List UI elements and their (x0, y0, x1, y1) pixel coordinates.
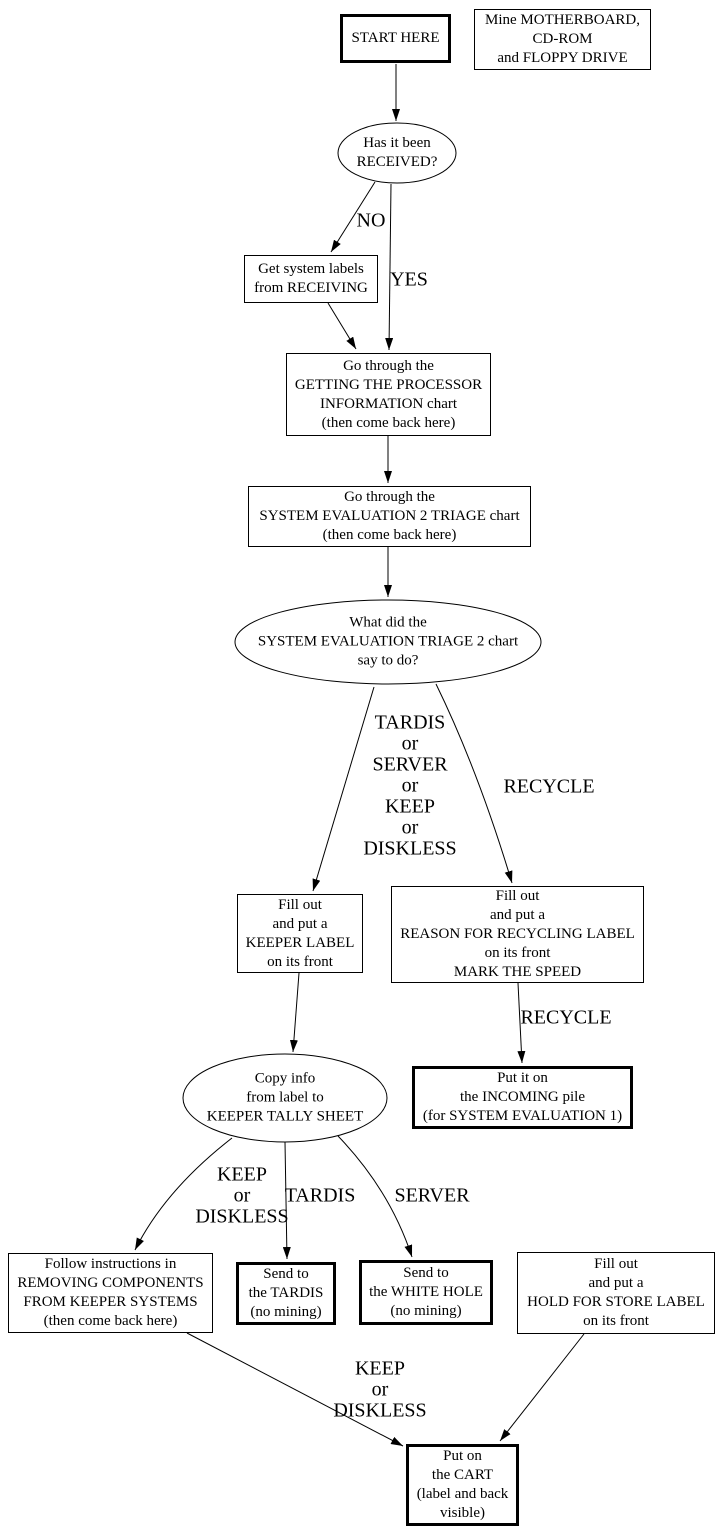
edge-label-tardis-mid: TARDIS (284, 1184, 356, 1207)
node-copy-info-keeper-tally-sheet: Copy info from label to KEEPER TALLY SHE… (206, 1070, 364, 1125)
node-get-system-labels: Get system labels from RECEIVING (244, 255, 378, 303)
node-start-here: START HERE (340, 14, 451, 63)
edge-copy-info-to-send-tardis (282, 1141, 291, 1260)
node-incoming-pile: Put it on the INCOMING pile (for SYSTEM … (412, 1066, 633, 1129)
node-send-to-tardis: Send to the TARDIS (no mining) (236, 1262, 336, 1325)
edge-what-did-to-recycling-label (435, 683, 513, 884)
edge-label-yes: YES (390, 268, 428, 291)
edge-copy-info-to-removing-components (134, 1137, 233, 1251)
node-processor-information-chart: Go through the GETTING THE PROCESSOR INF… (286, 353, 491, 436)
node-mine-motherboard-note: Mine MOTHERBOARD, CD-ROM and FLOPPY DRIV… (474, 9, 651, 70)
node-put-on-cart: Put on the CART (label and back visible) (406, 1444, 519, 1526)
ellipse-received (337, 122, 457, 184)
edge-removing-components-to-cart (186, 1332, 404, 1447)
node-system-evaluation-triage-chart: Go through the SYSTEM EVALUATION 2 TRIAG… (248, 486, 531, 547)
edge-hold-for-store-to-cart (499, 1333, 585, 1442)
edge-get-labels-to-processor-chart (327, 302, 357, 350)
edge-what-did-to-keeper-label (312, 686, 375, 892)
node-has-it-been-received: Has it been RECEIVED? (356, 135, 438, 170)
edge-label-keep-or-diskless-mid: KEEP or DISKLESS (195, 1163, 289, 1228)
ellipse-what-did (234, 599, 542, 685)
edge-label-server-mid: SERVER (394, 1184, 470, 1207)
edge-keeper-label-to-copy-info (289, 972, 300, 1053)
edge-label-keep-or-diskless-bottom: KEEP or DISKLESS (333, 1357, 427, 1422)
node-reason-for-recycling-label: Fill out and put a REASON FOR RECYCLING … (391, 886, 644, 983)
node-hold-for-store-label: Fill out and put a HOLD FOR STORE LABEL … (517, 1252, 715, 1334)
edge-label-no: NO (356, 209, 386, 232)
node-removing-components: Follow instructions in REMOVING COMPONEN… (8, 1253, 213, 1333)
edge-recycling-label-to-incoming-pile (517, 982, 526, 1064)
edge-label-tardis-server-keep-diskless: TARDIS or SERVER or KEEP or DISKLESS (363, 711, 457, 860)
edge-label-recycle-lower: RECYCLE (520, 1006, 612, 1029)
node-keeper-label: Fill out and put a KEEPER LABEL on its f… (237, 894, 363, 973)
node-what-did-triage-chart-say: What did the SYSTEM EVALUATION TRIAGE 2 … (257, 614, 519, 669)
edge-copy-info-to-send-white-hole (337, 1135, 413, 1258)
edge-received-no-to-get-labels (330, 181, 376, 253)
node-send-to-white-hole: Send to the WHITE HOLE (no mining) (359, 1260, 493, 1325)
edge-label-recycle-upper: RECYCLE (503, 775, 595, 798)
edge-received-yes-to-processor-chart (385, 183, 394, 351)
